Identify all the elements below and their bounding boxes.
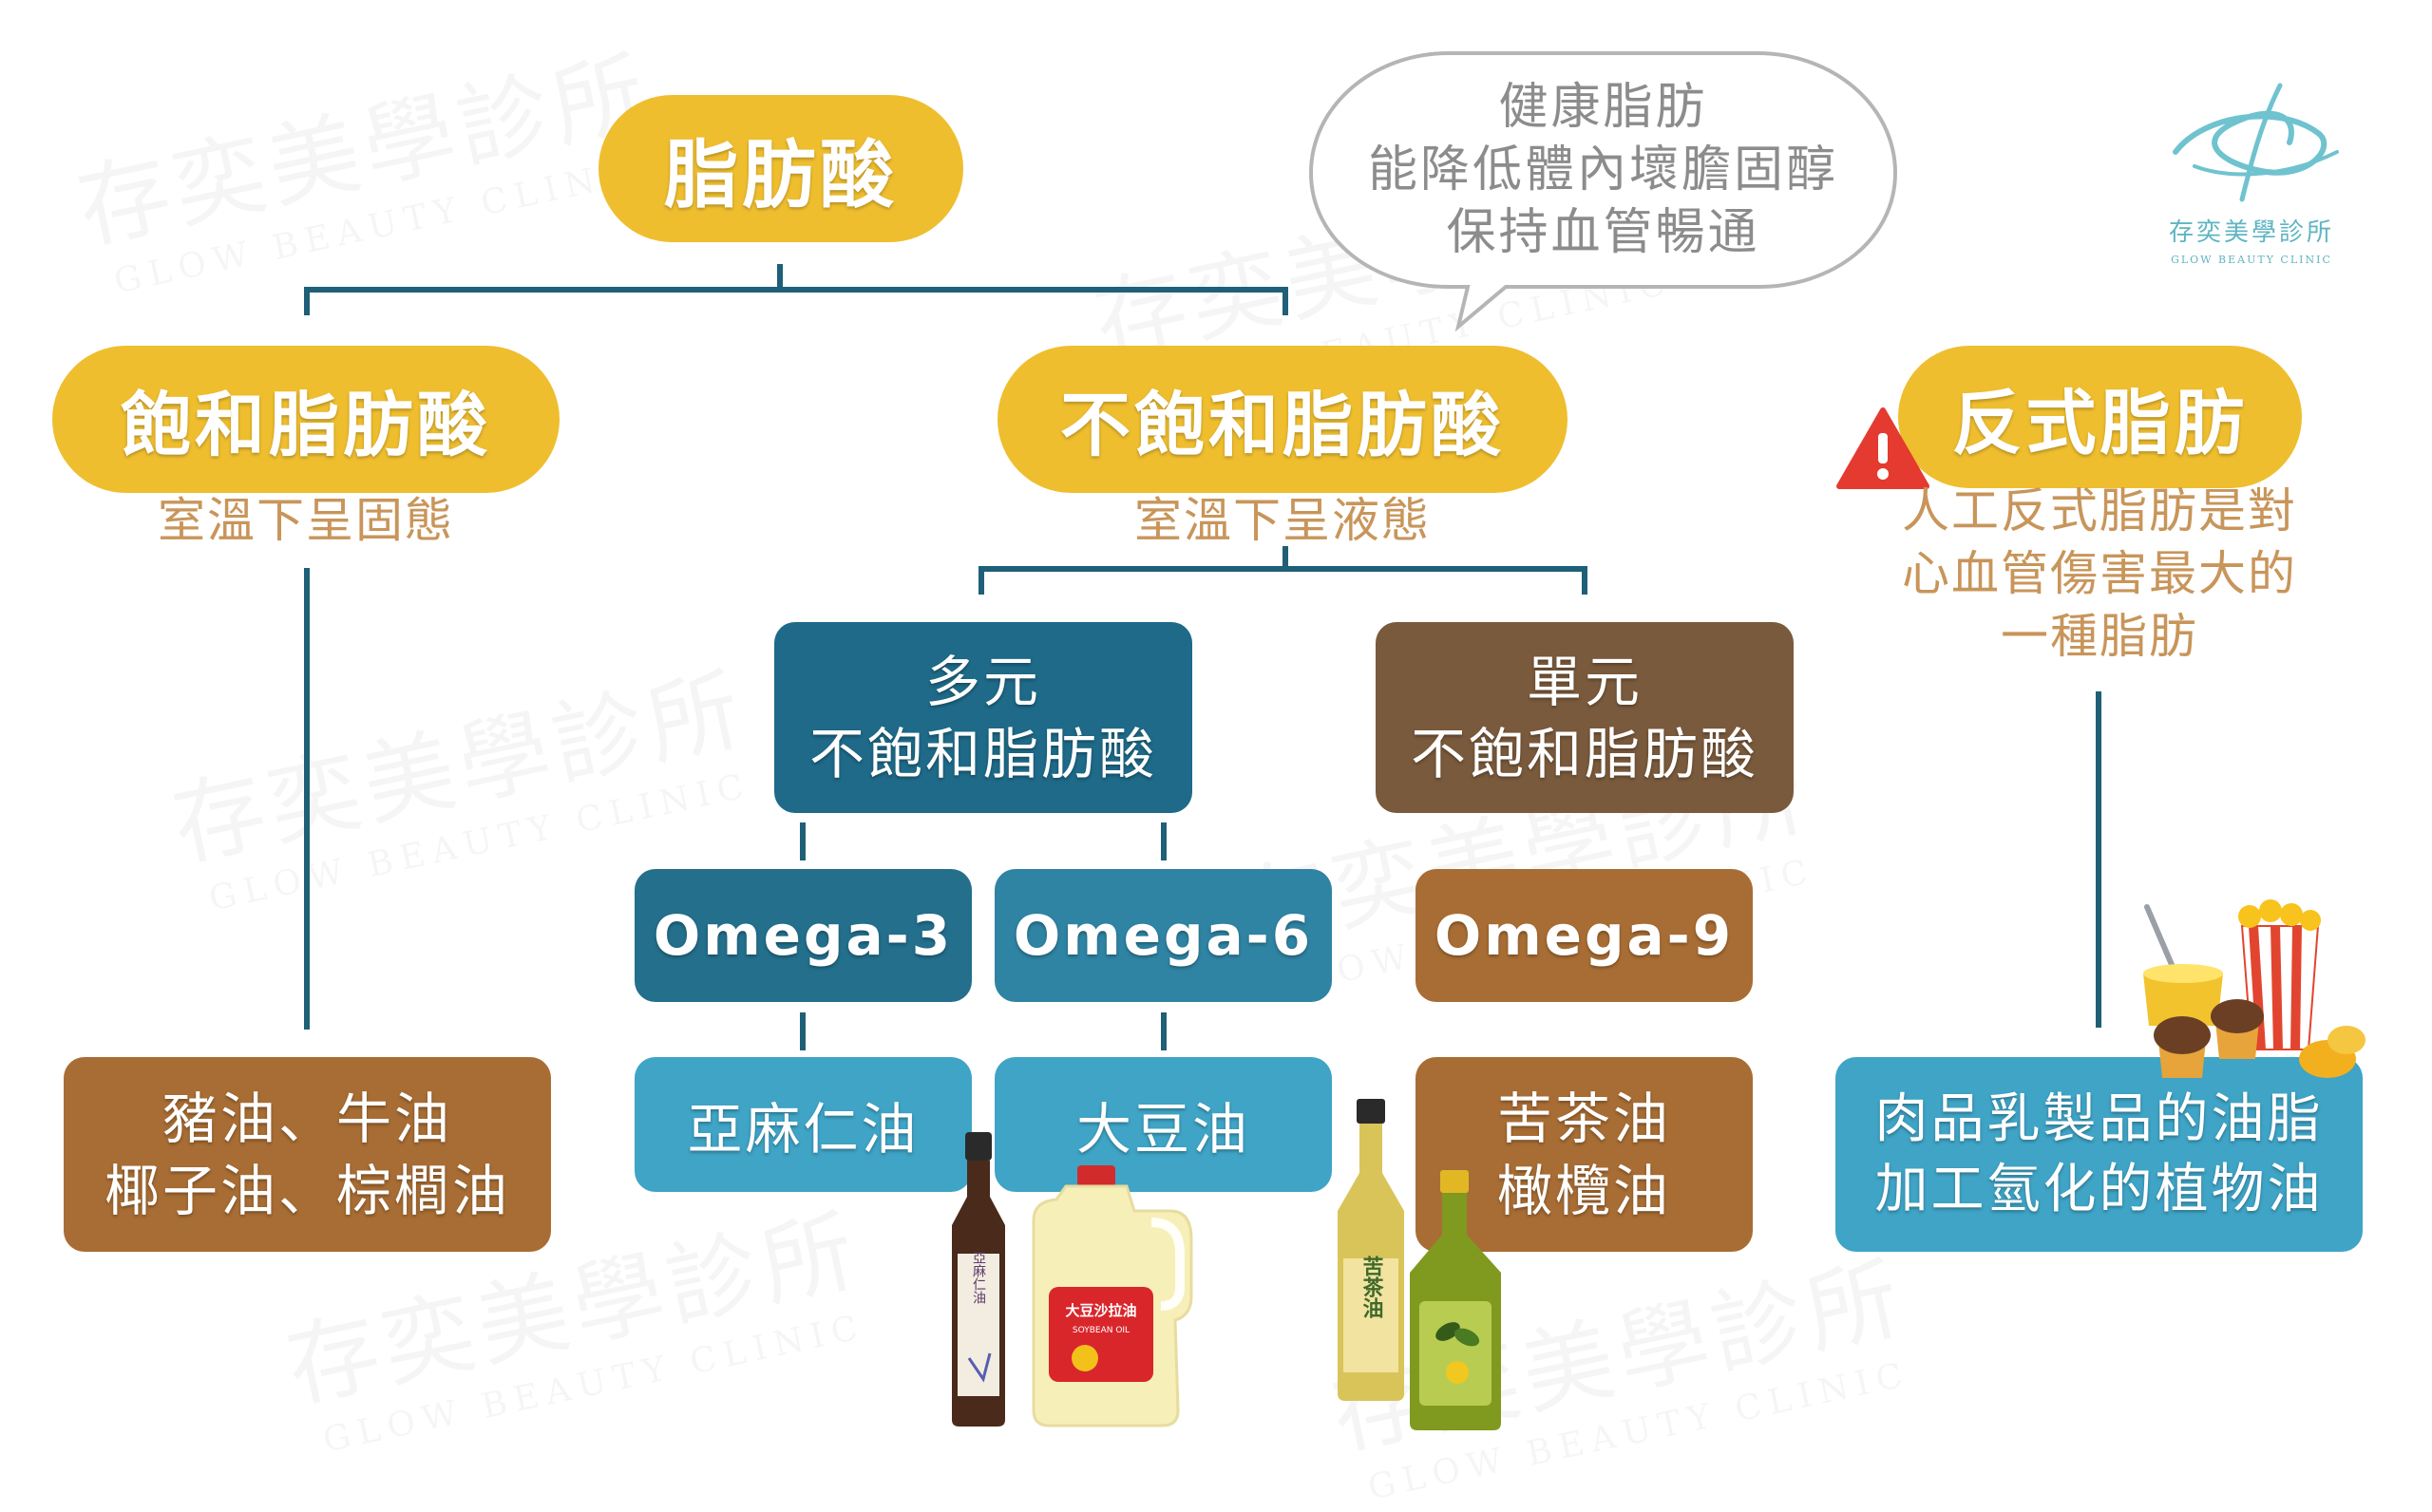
connector-line (1282, 546, 1288, 570)
unsaturated-node: 不飽和脂肪酸 (998, 346, 1568, 493)
omega6-food: 大豆油 (995, 1057, 1332, 1192)
flaxseed-oil-bottle-icon: 亞麻仁油 (952, 1132, 1005, 1427)
connector-line (2096, 691, 2101, 1028)
monounsaturated-node: 單元 不飽和脂肪酸 (1376, 622, 1794, 813)
camellia-oil-bottle-icon: 苦茶油 (1338, 1099, 1404, 1401)
olive-oil-bottle-icon (1410, 1170, 1501, 1430)
speech-bubble-text: 健康脂肪 能降低體內壞膽固醇 保持血管暢通 (1367, 79, 1838, 261)
root-node: 脂肪酸 (598, 95, 963, 242)
saturated-note: 室溫下呈固態 (158, 493, 454, 548)
connector-line (1582, 566, 1587, 595)
connector-line (1161, 822, 1167, 860)
omega6-node: Omega-6 (995, 869, 1332, 1002)
soybean-oil-jug-icon: 大豆沙拉油 SOYBEAN OIL (1032, 1165, 1193, 1427)
connector-line (304, 568, 310, 1030)
polyunsaturated-node: 多元 不飽和脂肪酸 (774, 622, 1192, 813)
connector-line (800, 822, 806, 860)
logo-name: 存奕美學診所 (2168, 218, 2334, 247)
processed-food-icon (2143, 899, 2366, 1078)
connector-line (1282, 287, 1288, 315)
trans-fat-label: 反式脂肪 (1951, 382, 2249, 464)
omega9-foods: 苦茶油 橄欖油 (1416, 1057, 1753, 1252)
speech-bubble-shape (1308, 51, 1898, 332)
trans-fat-warning: 人工反式脂肪是對 心血管傷害最大的 一種脂肪 (1902, 483, 2297, 664)
connector-line (978, 566, 1587, 572)
connector-line (304, 287, 1288, 293)
root-label: 脂肪酸 (663, 132, 898, 218)
clinic-logo: 存奕美學診所 GLOW BEAUTY CLINIC (2138, 76, 2366, 275)
flaxseed-bottle-label: 亞麻仁油 (971, 1251, 986, 1304)
trans-fat-examples: 肉品乳製品的油脂 加工氫化的植物油 (1835, 1057, 2363, 1252)
warning-icon (1836, 407, 1929, 489)
unsaturated-label: 不飽和脂肪酸 (1060, 385, 1505, 466)
unsaturated-note: 室溫下呈液態 (1134, 493, 1431, 548)
camellia-bottle-label: 苦茶油 (1359, 1256, 1384, 1318)
soybean-bottle-sublabel: SOYBEAN OIL (1073, 1326, 1130, 1335)
logo-subtitle: GLOW BEAUTY CLINIC (2171, 254, 2332, 266)
omega9-node: Omega-9 (1416, 869, 1753, 1002)
saturated-examples: 豬油、牛油 椰子油、棕櫚油 (64, 1057, 551, 1252)
connector-line (777, 264, 783, 293)
soybean-bottle-label: 大豆沙拉油 (1065, 1302, 1136, 1319)
saturated-label: 飽和脂肪酸 (121, 385, 491, 466)
omega3-node: Omega-3 (635, 869, 972, 1002)
connector-line (1161, 1012, 1167, 1050)
connector-line (304, 287, 310, 315)
connector-line (978, 566, 984, 595)
trans-fat-node: 反式脂肪 (1898, 346, 2302, 488)
connector-line (800, 1012, 806, 1050)
omega3-food: 亞麻仁油 (635, 1057, 972, 1192)
logo-swirl-icon (2173, 83, 2339, 202)
saturated-node: 飽和脂肪酸 (52, 346, 560, 493)
